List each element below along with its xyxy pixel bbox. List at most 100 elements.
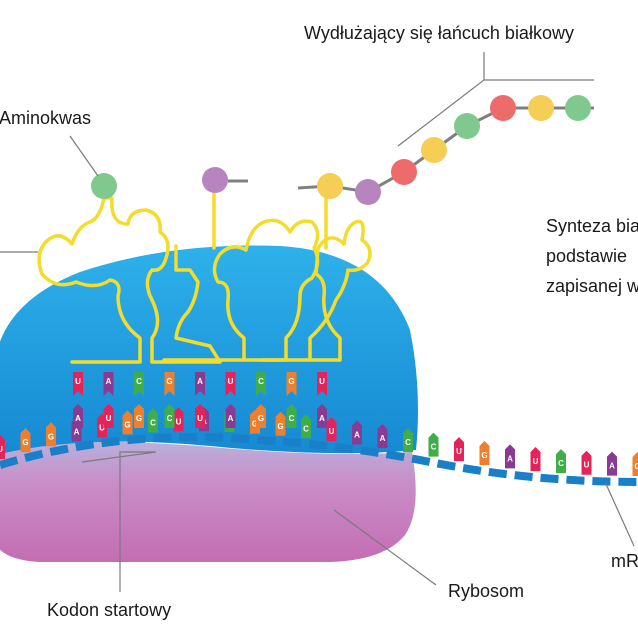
anticodon-base-U: U	[73, 372, 83, 396]
label-aminoacid: Aminokwas	[0, 108, 92, 128]
chain-bead-green	[565, 95, 591, 121]
mrna-base-G: G	[122, 410, 133, 435]
svg-text:G: G	[277, 422, 283, 431]
svg-text:A: A	[380, 434, 386, 443]
svg-text:C: C	[136, 377, 142, 386]
svg-text:G: G	[258, 414, 264, 423]
svg-text:A: A	[197, 377, 203, 386]
ribosome	[0, 245, 418, 562]
side-description: Synteza bia podstawie zapisanej w	[546, 211, 638, 301]
trna-molecules	[37, 180, 372, 364]
mrna-base-C: C	[301, 414, 311, 439]
side-text-line-3: zapisanej w	[546, 276, 638, 296]
svg-text:A: A	[319, 414, 325, 423]
codon-base-A: A	[73, 404, 83, 428]
svg-text:A: A	[228, 414, 234, 423]
mrna-base-G: G	[275, 411, 286, 436]
svg-text:C: C	[167, 414, 173, 423]
amino-acid-purple	[202, 167, 228, 193]
chain-bead-yellow	[528, 95, 554, 121]
svg-text:U: U	[584, 461, 590, 470]
mrna-base-C: C	[556, 449, 566, 474]
mrna-base-A: A	[505, 444, 515, 469]
trna-2	[162, 218, 320, 362]
codon-base-U: U	[195, 404, 205, 428]
svg-text:U: U	[456, 447, 462, 456]
chain-bead-red	[391, 159, 417, 185]
anticodon-base-C: C	[134, 372, 144, 396]
chain-beads	[317, 95, 591, 205]
mrna-base-U: U	[581, 450, 592, 475]
free-amino-acids	[91, 167, 248, 199]
mrna-base-U: U	[326, 417, 337, 442]
mrna-base-G: G	[20, 428, 31, 453]
svg-text:A: A	[609, 462, 615, 471]
ribosome-small-subunit	[0, 441, 416, 562]
mrna-base-C: C	[428, 432, 439, 457]
mrna-base-A: A	[607, 451, 617, 476]
chain-bead-yellow	[317, 173, 343, 199]
codon-base-G: G	[134, 404, 144, 428]
svg-text:U: U	[228, 377, 234, 386]
label-start-codon: Kodon startowy	[47, 600, 172, 620]
ribosome-large-subunit	[0, 245, 418, 455]
mrna-base-G: G	[479, 441, 490, 466]
svg-text:A: A	[507, 454, 513, 463]
mrna-base-C: C	[148, 408, 158, 433]
svg-text:C: C	[558, 459, 564, 468]
svg-text:A: A	[106, 377, 112, 386]
svg-text:G: G	[252, 420, 258, 429]
amino-acid-green	[91, 173, 117, 199]
svg-text:U: U	[319, 377, 325, 386]
anticodon-base-A: A	[195, 372, 205, 396]
leader-lines	[0, 52, 635, 592]
chain-link-line	[297, 106, 594, 194]
codon-base-C: C	[164, 404, 175, 428]
label-protein-chain: Wydłużający się łańcuch białkowy	[304, 23, 574, 43]
label-ribosome: Rybosom	[448, 581, 525, 601]
chain-bead-red	[490, 95, 516, 121]
svg-text:C: C	[405, 438, 411, 447]
svg-text:A: A	[75, 414, 81, 423]
svg-text:U: U	[0, 445, 3, 454]
svg-text:G: G	[124, 420, 130, 429]
trna-1	[37, 196, 222, 364]
side-text-line-1: Synteza bia	[546, 216, 638, 236]
svg-text:G: G	[634, 462, 638, 471]
leader-ribosome	[333, 509, 437, 586]
codon-base-G: G	[256, 404, 266, 428]
mrna-base-A: A	[352, 420, 362, 445]
svg-text:U: U	[99, 423, 105, 432]
label-mrna: mR	[611, 551, 638, 571]
mrna-base-G: G	[46, 422, 56, 447]
leader-chain	[397, 52, 594, 147]
anticodon-base-U: U	[225, 372, 236, 396]
svg-text:U: U	[75, 377, 81, 386]
codon-base-C: C	[286, 404, 297, 428]
svg-text:C: C	[289, 414, 295, 423]
codon-base-A: A	[225, 404, 236, 428]
svg-text:G: G	[481, 451, 487, 460]
svg-text:U: U	[197, 414, 203, 423]
leader-mrna	[605, 483, 635, 547]
svg-text:A: A	[354, 430, 360, 439]
svg-text:C: C	[303, 424, 309, 433]
svg-text:G: G	[48, 432, 54, 441]
svg-text:G: G	[22, 438, 28, 447]
anticodon-base-G: G	[286, 372, 297, 396]
svg-text:C: C	[150, 418, 156, 427]
svg-text:A: A	[74, 427, 80, 436]
svg-text:U: U	[106, 414, 112, 423]
mrna-base-U: U	[530, 447, 541, 472]
anticodon-base-U: U	[317, 372, 327, 396]
mrna-base-C: C	[403, 428, 413, 453]
svg-text:U: U	[329, 427, 335, 436]
anticodon-base-C: C	[256, 372, 266, 396]
chain-bead-green	[454, 113, 480, 139]
svg-text:G: G	[166, 377, 172, 386]
mrna-base-A: A	[377, 424, 388, 449]
mrna-base-U: U	[0, 435, 5, 459]
mrna-backbone	[0, 433, 638, 486]
